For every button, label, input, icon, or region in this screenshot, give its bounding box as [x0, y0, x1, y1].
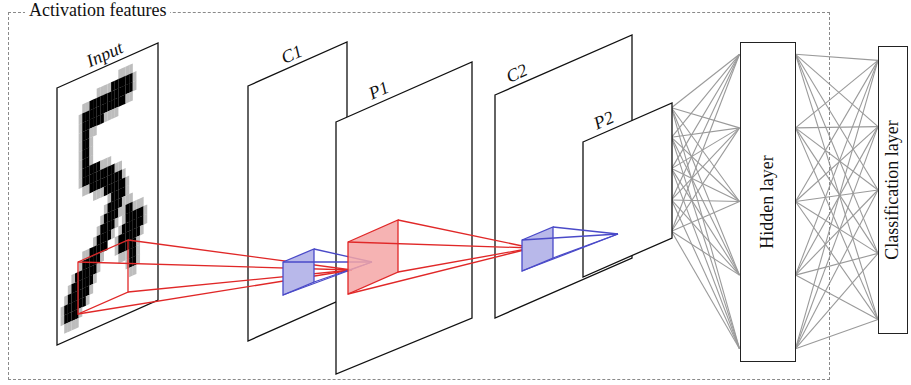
feature-map-plane: P2 — [583, 103, 672, 277]
c1-pooling-field — [283, 249, 372, 295]
feature-map-plane: Input — [57, 43, 158, 345]
layer-box: Hidden layer — [740, 42, 796, 362]
region-title: Activation features — [25, 1, 170, 21]
c2-pooling-field — [522, 227, 618, 271]
region-box: Activation featuresInputC1P1C2P2Hidden l… — [8, 12, 830, 380]
feature-map-plane: C1 — [248, 42, 347, 341]
full-connection-bundle — [672, 54, 740, 348]
plane-outline — [57, 43, 158, 345]
full-connection-bundle — [796, 54, 879, 348]
feature-map-plane: P1 — [336, 62, 472, 374]
input-receptive-field — [78, 240, 352, 314]
plane-outline — [336, 62, 472, 374]
input-digit-pixels — [61, 57, 148, 335]
layer-label: Classification layer — [883, 120, 903, 259]
p1-receptive-field — [348, 220, 532, 294]
plane-outline — [248, 42, 347, 341]
layer-label: Hidden layer — [758, 155, 778, 248]
layer-box: Classification layer — [878, 46, 908, 334]
